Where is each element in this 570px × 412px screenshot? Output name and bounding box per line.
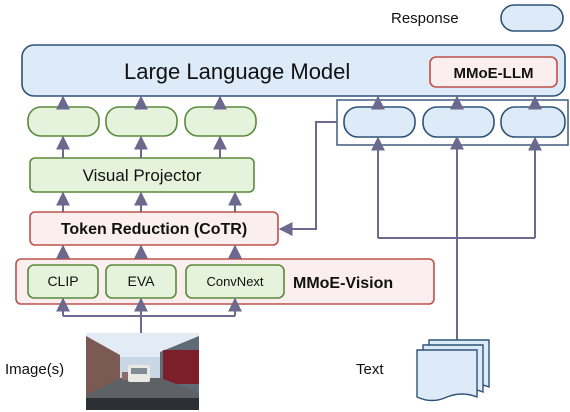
visual-projector-label: Visual Projector <box>83 166 202 185</box>
encoder-clip-label: CLIP <box>47 273 78 289</box>
visual-token-2 <box>105 106 178 137</box>
document-stack-icon <box>416 339 490 402</box>
visual-token-3 <box>184 106 257 137</box>
mmoe-vision-label: MMoE-Vision <box>293 275 393 292</box>
visual-token-1 <box>27 106 100 137</box>
encoder-convnext-label: ConvNext <box>206 274 263 289</box>
response-token <box>500 4 564 32</box>
text-token-2 <box>422 106 495 138</box>
mmoe-llm-badge <box>429 56 558 88</box>
token-reduction-box <box>29 211 279 246</box>
input-image <box>86 333 199 410</box>
mmoe-llm-label: MMoE-LLM <box>454 65 534 82</box>
text-arrows <box>278 95 542 345</box>
llm-title: Large Language Model <box>124 59 350 84</box>
response-label: Response <box>391 10 459 27</box>
text-input-label: Text <box>356 361 384 378</box>
image-input-label: Image(s) <box>5 361 64 378</box>
text-token-1 <box>343 106 416 138</box>
token-reduction-label: Token Reduction (CoTR) <box>61 221 247 238</box>
encoder-eva-label: EVA <box>128 273 156 289</box>
text-token-3 <box>500 106 566 138</box>
vision-arrows <box>56 95 242 333</box>
llm-box <box>21 44 566 97</box>
